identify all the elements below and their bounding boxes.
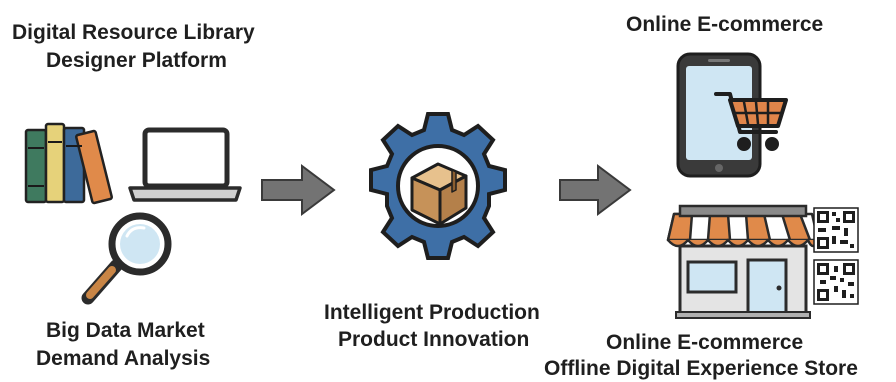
right-top-title: Online E-commerce — [626, 13, 824, 36]
arrow-left-to-center — [261, 164, 336, 216]
right-bottom-line2: Offline Digital Experience Store — [544, 357, 858, 380]
storefront-icon — [666, 204, 820, 319]
shopping-cart-icon — [714, 92, 788, 151]
center-label-line2: Product Innovation — [338, 328, 530, 351]
center-label-line1: Intelligent Production — [324, 301, 540, 324]
box-icon — [410, 162, 468, 226]
magnifying-glass-icon — [81, 212, 172, 305]
left-bottom-line2: Demand Analysis — [36, 347, 211, 370]
books-icon — [24, 122, 113, 205]
left-title-line2: Designer Platform — [46, 49, 227, 72]
qr-code-icon — [813, 207, 859, 305]
left-title-line1: Digital Resource Library — [12, 21, 255, 44]
left-bottom-line1: Big Data Market — [46, 319, 205, 342]
arrow-center-to-right — [559, 164, 632, 216]
right-bottom-line1: Online E-commerce — [606, 331, 804, 354]
laptop-icon — [128, 127, 242, 202]
